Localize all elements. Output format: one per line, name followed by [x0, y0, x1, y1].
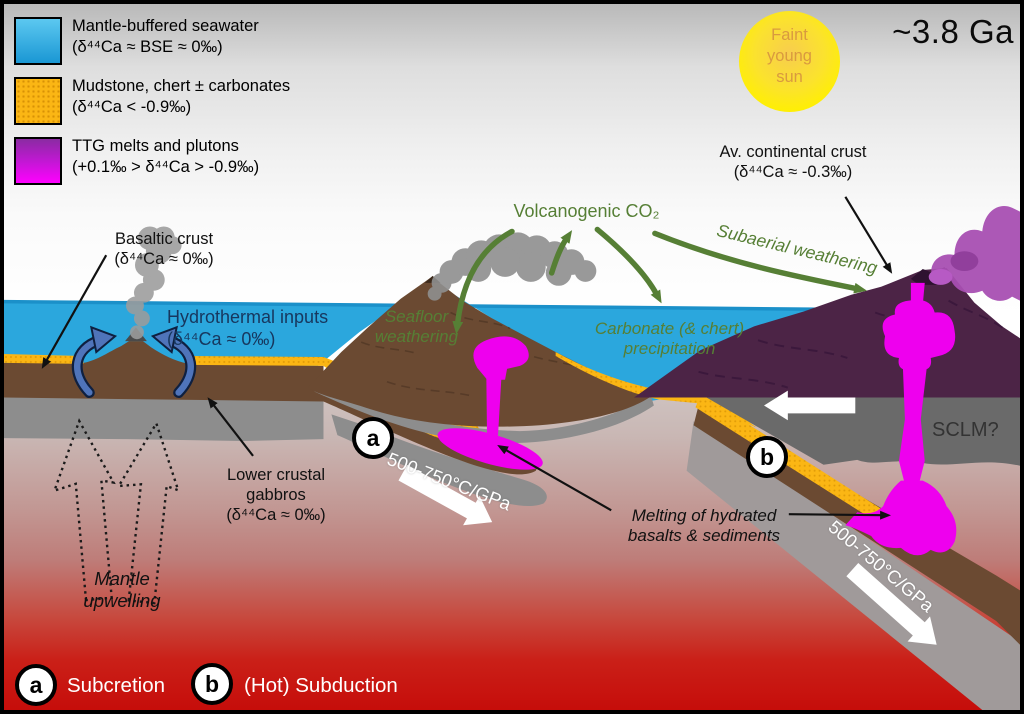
hydrothermal-label: Hydrothermal inputs (δ⁴⁴Ca ≈ 0‰) — [167, 307, 329, 349]
arc-ttg-cap — [473, 336, 529, 380]
ridge-smoke-plume — [126, 226, 182, 340]
melting-label: Melting of hydrated basalts & sediments — [627, 506, 781, 546]
subaerial-weathering-arrow — [652, 230, 868, 294]
subcretion-motion-arrow — [398, 464, 493, 526]
marker-a-key: a — [15, 664, 57, 706]
smoke-to-co2-arrow — [548, 230, 573, 276]
arc-ttg-sill — [437, 428, 543, 470]
arc-ttg-stem — [486, 365, 503, 451]
volcanogenic-co2-label: Volcanogenic CO₂ — [513, 201, 660, 221]
mudstone-swatch — [14, 77, 62, 125]
subduction-motion-arrow — [846, 562, 937, 645]
mantle-upwelling-label: Mantle upwelling — [83, 568, 161, 612]
hydrothermal-arrowhead-left — [89, 325, 118, 354]
arc-smoke-plume — [427, 232, 597, 301]
continental-ttg-cap — [882, 299, 956, 370]
sun-line2: young — [767, 47, 812, 65]
overriding-plate-arrow — [764, 390, 856, 421]
mantle-upwelling-arrows — [52, 418, 181, 605]
arc-gabbro-layer — [313, 381, 654, 444]
gabbro-leader — [207, 397, 254, 457]
marker-b-scene: b — [746, 436, 788, 478]
hydrothermal-arrows — [71, 325, 197, 399]
co2-cycle-arrows — [452, 226, 868, 335]
seawater-swatch — [14, 17, 62, 65]
av-continental-crust-label: Av. continental crust (δ⁴⁴Ca ≈ -0.3‰) — [719, 143, 867, 181]
basaltic-crust-leader — [41, 254, 108, 369]
ttg-swatch — [14, 137, 62, 185]
plate-motion-arrows — [398, 390, 937, 645]
slab-gabbro-right — [686, 421, 1020, 710]
leader-lines — [41, 196, 893, 520]
sun-line1: Faint — [771, 26, 808, 44]
scene-illustration — [4, 196, 1020, 710]
subcretion-key-label: Subcretion — [67, 674, 166, 697]
ocean-water — [4, 280, 850, 402]
gabbro-layer-left — [4, 390, 324, 442]
legend-ttg-line2: (+0.1‰ > δ⁴⁴Ca > -0.9‰) — [72, 158, 260, 176]
legend-seawater-line2: (δ⁴⁴Ca ≈ BSE ≈ 0‰) — [72, 38, 223, 56]
lower-crustal-gabbros-label: Lower crustal gabbros (δ⁴⁴Ca ≈ 0‰) — [226, 466, 326, 524]
continental-ttg-neck — [910, 282, 925, 305]
sediment-left-b — [188, 356, 324, 366]
co2-to-ocean-left-arrow — [452, 228, 515, 335]
age-title: ~3.8 Ga — [892, 13, 1014, 50]
legend-ttg-line1: TTG melts and plutons — [72, 137, 239, 155]
slab-sediment-right — [695, 393, 902, 538]
legend-mudstone-line1: Mudstone, chert ± carbonates — [72, 77, 291, 95]
eruption-plume-core — [950, 251, 979, 271]
eruption-plume — [931, 205, 1020, 301]
faint-young-sun: Faint young sun — [739, 11, 840, 112]
sun-line3: sun — [776, 68, 803, 86]
continental-ttg-stem — [898, 367, 927, 485]
seafloor-weathering-label: Seafloor weathering — [374, 307, 459, 347]
marker-b-key: b — [191, 663, 233, 705]
basaltic-crust-label: Basaltic crust (δ⁴⁴Ca ≈ 0‰) — [114, 230, 214, 268]
subduction-key-label: (Hot) Subduction — [244, 674, 398, 697]
sclm-label: SCLM? — [932, 419, 999, 441]
legend-seawater-line1: Mantle-buffered seawater — [72, 17, 259, 35]
co2-to-ocean-right-arrow — [594, 226, 662, 304]
melting-leader-left — [497, 445, 612, 512]
carbonate-precipitation-label: Carbonate (& chert) precipitation — [594, 319, 745, 359]
continental-ttg-melt-zone — [845, 480, 957, 556]
hydrothermal-arrowhead-right — [150, 325, 178, 354]
marker-a-scene: a — [352, 417, 394, 459]
melting-leader-right — [788, 510, 892, 520]
eruption-vent-glow — [928, 268, 953, 285]
continental-crust-leader — [844, 196, 893, 274]
legend-mudstone-line2: (δ⁴⁴Ca < -0.9‰) — [72, 98, 192, 116]
